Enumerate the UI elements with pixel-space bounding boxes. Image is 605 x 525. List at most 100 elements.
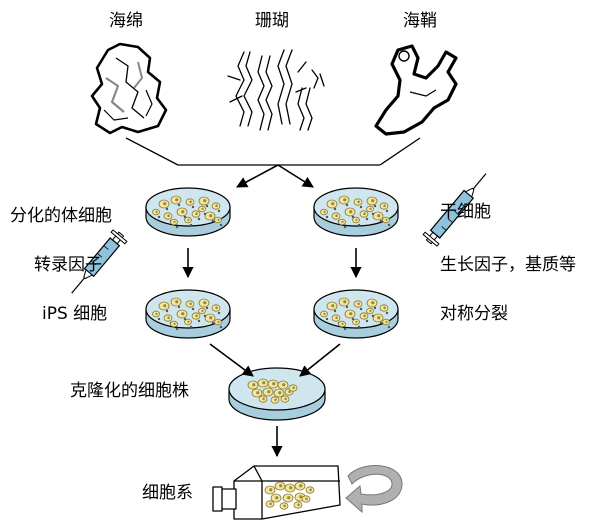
rotate-arrow-icon xyxy=(345,465,403,514)
cell xyxy=(262,387,274,397)
cell xyxy=(247,380,259,390)
cell xyxy=(170,320,178,328)
cell xyxy=(214,216,222,224)
culture-flask xyxy=(212,465,341,520)
cell xyxy=(353,198,363,206)
cell xyxy=(338,195,350,205)
cell xyxy=(270,493,282,503)
dish-stem xyxy=(313,187,399,237)
cell xyxy=(264,485,276,495)
cell xyxy=(211,202,221,210)
dish-clonal xyxy=(228,367,326,421)
sponge-illustration xyxy=(90,42,168,135)
cell xyxy=(152,310,160,318)
cell xyxy=(359,210,369,218)
cell xyxy=(326,301,338,311)
cell xyxy=(331,314,341,322)
cell xyxy=(366,307,374,315)
cell xyxy=(284,483,296,493)
cell xyxy=(152,208,160,216)
cell xyxy=(277,380,289,390)
cell xyxy=(366,205,374,213)
label-transcription-factors: 转录因子 xyxy=(34,255,102,275)
dish-somatic xyxy=(145,187,231,237)
cell xyxy=(320,310,328,318)
cell xyxy=(366,298,378,308)
cell xyxy=(305,486,315,494)
cell xyxy=(352,216,360,224)
cell xyxy=(265,500,275,508)
arrow-to-left-dish xyxy=(236,164,279,188)
cell xyxy=(163,314,173,322)
cell xyxy=(257,378,269,388)
label-ips-cells: iPS 细胞 xyxy=(42,304,107,324)
cell xyxy=(288,384,298,392)
cell xyxy=(251,388,263,398)
syringe-left xyxy=(71,229,128,294)
cell xyxy=(279,502,289,510)
cell xyxy=(352,318,360,326)
cell xyxy=(198,307,206,315)
cell xyxy=(282,493,294,503)
dish-ips xyxy=(145,289,231,339)
arrow-divide-to-clonal xyxy=(299,343,341,377)
cell xyxy=(293,501,303,509)
cell xyxy=(338,218,346,226)
cell xyxy=(170,218,178,226)
label-symmetric-division: 对称分裂 xyxy=(440,304,508,324)
cell xyxy=(163,212,173,220)
label-growth-factors: 生长因子，基质等 xyxy=(440,255,576,275)
cell xyxy=(191,210,201,218)
cell xyxy=(338,297,350,307)
label-coral: 珊瑚 xyxy=(255,11,289,31)
label-somatic-cells: 分化的体细胞 xyxy=(10,206,112,226)
arrow-to-right-dish xyxy=(277,164,314,188)
cell xyxy=(294,481,306,491)
cell xyxy=(331,212,341,220)
cell xyxy=(258,395,268,403)
cell xyxy=(198,298,210,308)
flask-cells xyxy=(264,481,315,510)
cell xyxy=(267,379,279,389)
cell xyxy=(273,388,285,398)
cell xyxy=(274,481,286,491)
cell xyxy=(170,297,182,307)
cell xyxy=(170,195,182,205)
cell xyxy=(372,211,384,221)
cell xyxy=(198,196,210,206)
cell xyxy=(359,312,369,320)
cell xyxy=(379,304,389,312)
cell xyxy=(214,318,222,326)
cell xyxy=(372,313,384,323)
cell xyxy=(382,216,390,224)
cell xyxy=(158,301,170,311)
cell xyxy=(366,196,378,206)
cell xyxy=(184,318,192,326)
dish-symmetric xyxy=(313,289,399,339)
cell xyxy=(176,309,188,319)
coral-illustration xyxy=(227,49,325,131)
cell xyxy=(280,395,290,403)
cell xyxy=(353,300,363,308)
cell xyxy=(326,199,338,209)
cell xyxy=(158,199,170,209)
cell xyxy=(270,396,280,404)
label-cell-line: 细胞系 xyxy=(142,483,193,503)
cell xyxy=(204,211,216,221)
label-stem-cells: 干细胞 xyxy=(440,202,491,222)
label-sponge: 海绵 xyxy=(109,11,143,31)
cell xyxy=(211,304,221,312)
cell xyxy=(301,495,311,503)
cell xyxy=(191,312,201,320)
cell xyxy=(382,318,390,326)
arrow-ips-to-clonal xyxy=(209,343,254,377)
cell xyxy=(185,300,195,308)
cell xyxy=(176,207,188,217)
organism-merge-lines xyxy=(125,137,421,166)
label-sea-squirt: 海鞘 xyxy=(403,11,437,31)
cell xyxy=(320,208,328,216)
cell xyxy=(379,202,389,210)
cell xyxy=(204,313,216,323)
